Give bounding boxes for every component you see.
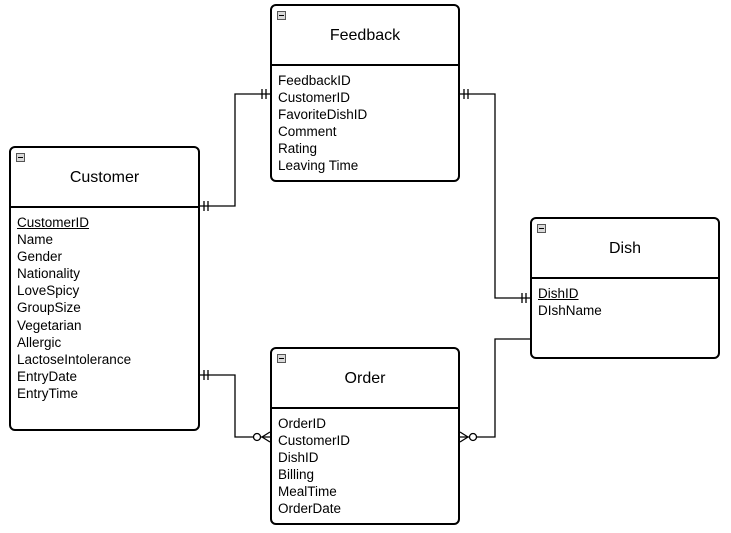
customer-feedback-connector[interactable]	[200, 93, 270, 207]
attribute-item[interactable]: OrderDate	[278, 501, 342, 517]
order-right-crowfoot-bottom	[459, 436, 469, 443]
customer-order-connector[interactable]	[200, 374, 270, 438]
order-right-zero-mark	[468, 432, 478, 442]
entity-dish[interactable]: Dish DishID DIshName	[530, 217, 720, 359]
entity-order-header: Order	[272, 349, 458, 409]
attribute-item[interactable]: EntryDate	[17, 368, 78, 384]
collapse-icon[interactable]	[16, 153, 25, 162]
attribute-item[interactable]: Billing	[278, 467, 315, 483]
dish-order-connector[interactable]	[460, 338, 530, 438]
order-right-crowfoot-top	[459, 431, 469, 438]
attribute-item[interactable]: LactoseIntolerance	[17, 351, 132, 367]
feedback-dish-connector[interactable]	[460, 93, 530, 299]
attribute-item[interactable]: Gender	[17, 249, 63, 265]
attribute-item[interactable]: Vegetarian	[17, 317, 82, 333]
entity-customer-title: Customer	[69, 169, 140, 186]
attribute-item[interactable]: DIshName	[538, 303, 602, 319]
attribute-item[interactable]: FeedbackID	[278, 73, 351, 88]
attribute-item[interactable]: Leaving Time	[278, 158, 359, 174]
attribute-item[interactable]: Nationality	[17, 266, 81, 282]
primary-key-attribute[interactable]: CustomerID	[17, 215, 90, 230]
attribute-item[interactable]: Comment	[278, 124, 337, 140]
entity-order-title: Order	[344, 370, 386, 387]
entity-feedback-header: Feedback	[272, 6, 458, 66]
attribute-item[interactable]: Allergic	[17, 334, 62, 350]
attribute-item[interactable]: GroupSize	[17, 300, 81, 316]
attribute-item[interactable]: CustomerID	[278, 433, 351, 449]
entity-customer-header: Customer	[11, 148, 198, 208]
order-left-crowfoot-bottom	[261, 436, 271, 443]
primary-key-attribute[interactable]: DishID	[538, 286, 579, 301]
entity-dish-title: Dish	[608, 240, 641, 257]
attribute-item[interactable]: DishID	[278, 450, 319, 466]
attribute-item[interactable]: FavoriteDishID	[278, 107, 368, 123]
entity-feedback-title: Feedback	[329, 27, 401, 44]
attribute-item[interactable]: Rating	[278, 141, 318, 157]
attribute-item[interactable]: CustomerID	[278, 90, 351, 106]
attribute-item[interactable]: OrderID	[278, 416, 327, 431]
entity-dish-attributes: DishID DIshName	[538, 285, 602, 319]
collapse-icon[interactable]	[277, 354, 286, 363]
entity-dish-header: Dish	[532, 219, 718, 279]
attribute-item[interactable]: EntryTime	[17, 385, 79, 401]
attribute-item[interactable]: MealTime	[278, 484, 337, 500]
attribute-item[interactable]: Name	[17, 232, 54, 248]
attribute-item[interactable]: LoveSpicy	[17, 283, 80, 299]
collapse-icon[interactable]	[537, 224, 546, 233]
order-left-crowfoot-top	[261, 431, 271, 438]
collapse-icon[interactable]	[277, 11, 286, 20]
order-left-zero-mark	[252, 432, 262, 442]
